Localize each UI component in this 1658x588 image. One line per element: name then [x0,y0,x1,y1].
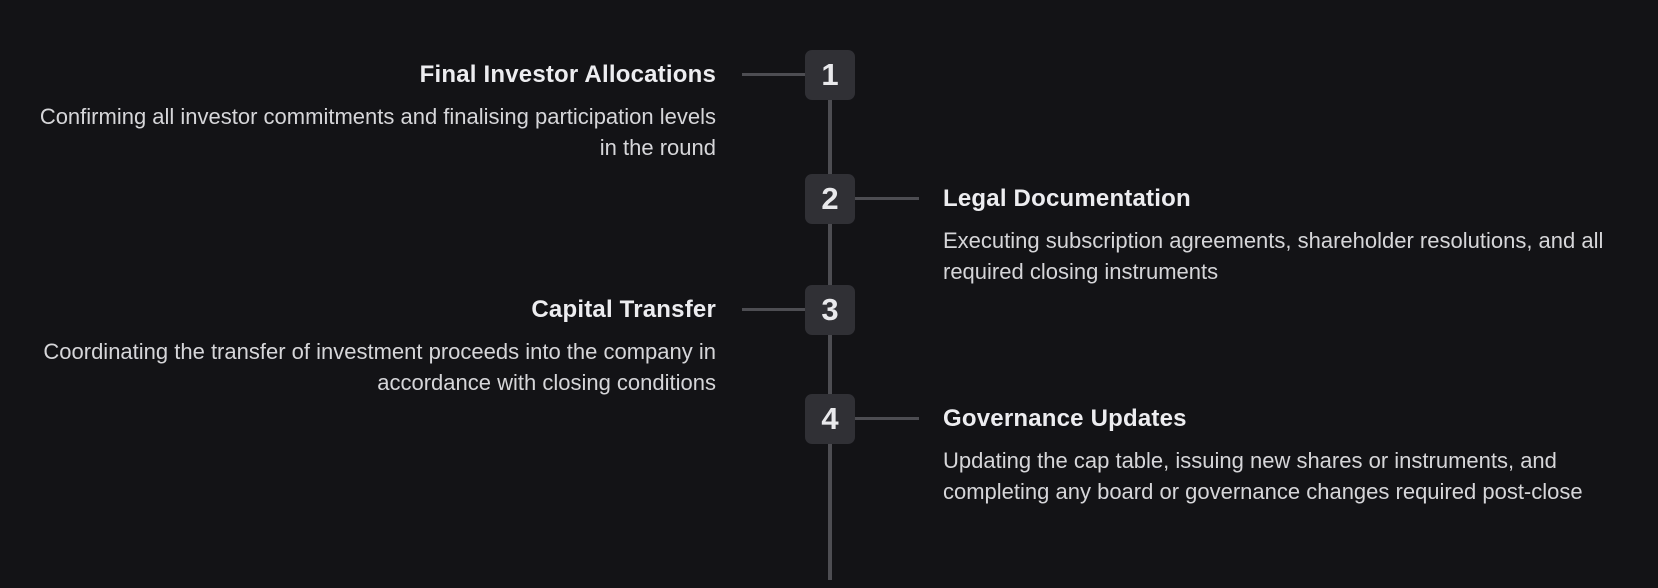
step-number-box: 3 [805,285,855,335]
step-description-line: Coordinating the transfer of investment … [43,339,716,364]
step-description-line: Executing subscription agreements, share… [943,228,1604,253]
step-description: Executing subscription agreements, share… [943,225,1623,287]
step-number-box: 4 [805,394,855,444]
step-title: Capital Transfer [531,296,716,323]
step-description-line: completing any board or governance chang… [943,479,1583,504]
step-text-block: Capital Transfer Coordinating the transf… [36,295,716,398]
step-description: Coordinating the transfer of investment … [36,336,716,398]
step-title: Governance Updates [943,405,1187,432]
step-description: Updating the cap table, issuing new shar… [943,445,1623,507]
step-number-box: 2 [805,174,855,224]
step-connector-line [853,417,919,420]
step-description-line: in the round [599,135,716,160]
step-title: Final Investor Allocations [419,61,716,88]
step-number-box: 1 [805,50,855,100]
step-text-block: Final Investor Allocations Confirming al… [36,60,716,163]
step-connector-line [742,308,806,311]
step-description-line: accordance with closing conditions [377,370,716,395]
step-description-line: required closing instruments [943,259,1219,284]
step-text-block: Governance Updates Updating the cap tabl… [943,404,1623,507]
step-description: Confirming all investor commitments and … [36,101,716,163]
step-description-line: Confirming all investor commitments and … [39,104,716,129]
step-description-line: Updating the cap table, issuing new shar… [943,448,1557,473]
step-title: Legal Documentation [943,185,1191,212]
step-connector-line [742,73,806,76]
step-connector-line [853,197,919,200]
step-text-block: Legal Documentation Executing subscripti… [943,184,1623,287]
